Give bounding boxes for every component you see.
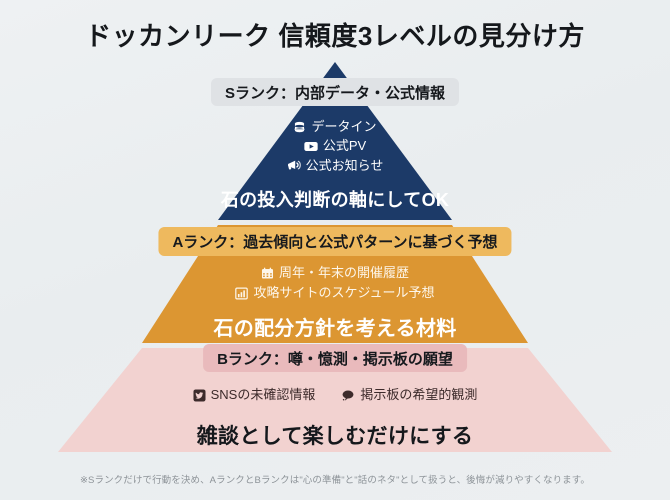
rank-badge-s-label: Sランク：内部データ・公式情報 — [224, 84, 446, 102]
tier-s-shape — [218, 62, 452, 220]
rank-badge-b-label: Bランク：噂・憶測・掲示板の願望 — [217, 350, 453, 368]
pyramid-shapes — [58, 62, 612, 452]
rank-badge-a: Aランク：過去傾向と公式パターンに基づく予想 — [158, 227, 512, 256]
pyramid-diagram: データイン 公式PV 公式お知らせ 石の投入判断の軸に — [0, 62, 670, 452]
tier-b-shape — [58, 348, 612, 452]
rank-badge-s: Sランク：内部データ・公式情報 — [210, 78, 460, 106]
page-title: ドッカンリーク 信頼度3レベルの見分け方 — [85, 21, 585, 51]
rank-badge-a-label: Aランク：過去傾向と公式パターンに基づく予想 — [172, 234, 498, 251]
rank-badge-b: Bランク：噂・憶測・掲示板の願望 — [203, 344, 467, 372]
footnote: ※Sランクだけで行動を決め、AランクとBランクは"心の準備"と"話のネタ"として… — [79, 475, 591, 486]
